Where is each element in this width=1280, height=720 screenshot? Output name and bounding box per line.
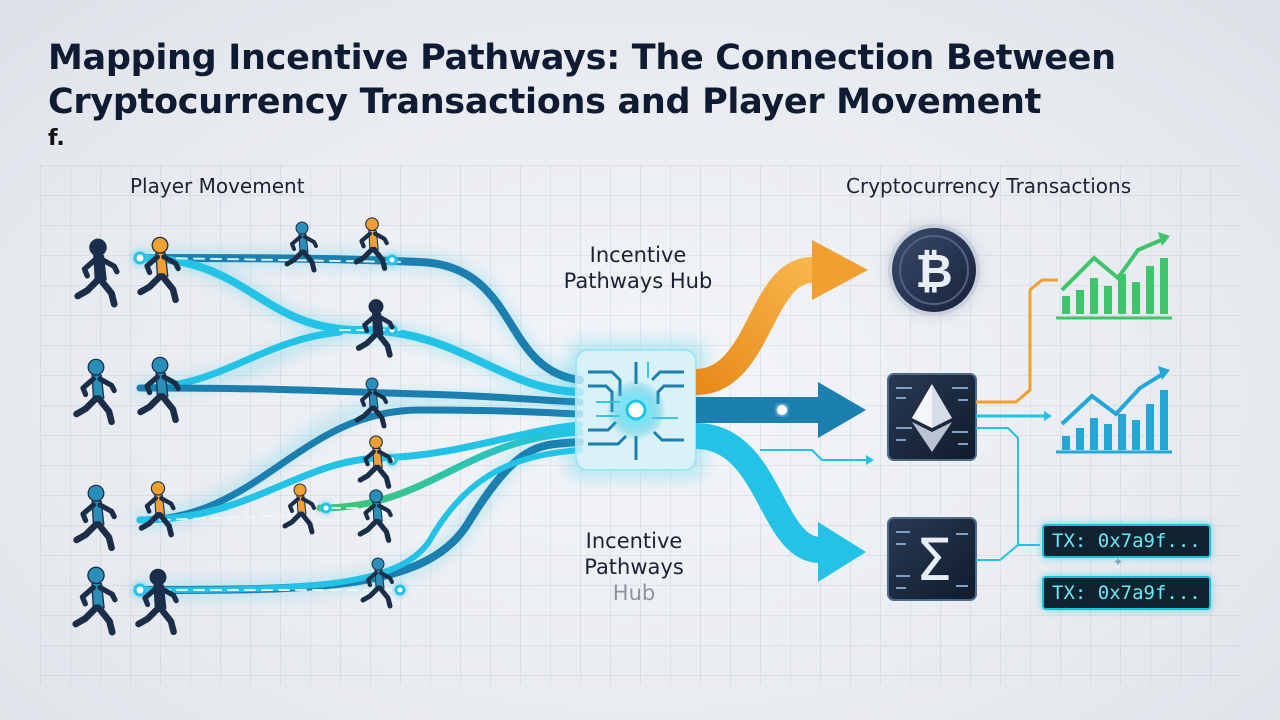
runner-icon (78, 239, 117, 304)
hub-label-bottom-line3: Hub (612, 581, 656, 605)
bar-chart-blue-icon (1056, 366, 1172, 454)
runner-icon (141, 237, 179, 299)
bitcoin-icon: ₿ (888, 224, 980, 316)
runner-icon (285, 484, 314, 532)
bar-chart-green-icon (1056, 232, 1172, 320)
incentive-hub (566, 340, 706, 480)
hub-label-bottom-line1: Incentive (585, 529, 683, 553)
runner-icon (77, 359, 115, 421)
page-title-line-2: Cryptocurrency Transactions and Player M… (48, 82, 1042, 122)
svg-text:₿: ₿ (915, 244, 953, 298)
runner-icon (139, 569, 177, 631)
hub-label-top-line2: Pathways Hub (563, 269, 713, 293)
runner-icon (142, 482, 174, 535)
cyan-arrow-icon (818, 522, 866, 582)
label-cryptocurrency-transactions: Cryptocurrency Transactions (846, 174, 1132, 198)
blue-arrow-icon (818, 382, 866, 438)
label-player-movement: Player Movement (130, 174, 305, 198)
player-pathways (133, 251, 585, 597)
sparkle-icon: ✦ (1113, 555, 1123, 569)
transaction-badge: TX: 0x7a9f... (1042, 524, 1211, 558)
hub-label-top-line1: Incentive (589, 243, 687, 267)
transaction-connectors (976, 278, 1058, 561)
svg-text:Σ: Σ (916, 526, 953, 594)
runner-icon (363, 558, 392, 606)
page-title-line-1: Mapping Incentive Pathways: The Connecti… (48, 38, 1116, 78)
transaction-badge: TX: 0x7a9f... (1042, 576, 1211, 610)
ethereum-icon (887, 373, 977, 461)
sigma-icon: Σ (887, 517, 977, 601)
footnote: f. (48, 126, 65, 151)
hub-label-bottom-line2: Pathways (584, 555, 684, 579)
output-arrows (694, 240, 874, 582)
orange-arrow-icon (812, 240, 868, 300)
hub-label-bottom: Incentive Pathways Hub (544, 528, 724, 606)
runner-icon (76, 567, 115, 632)
runner-icon (77, 485, 115, 547)
hub-label-top: Incentive Pathways Hub (548, 242, 728, 294)
